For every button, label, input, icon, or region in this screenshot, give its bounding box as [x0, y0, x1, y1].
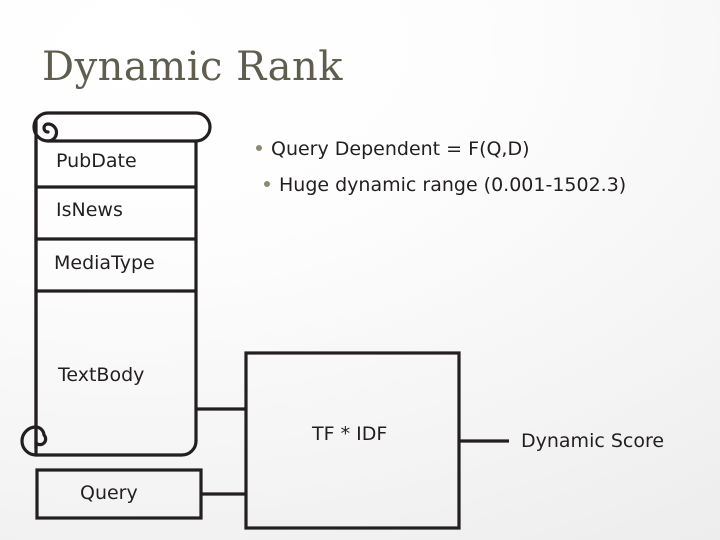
page-title: Dynamic Rank: [42, 44, 343, 90]
scroll-bottom-curl-icon: [20, 425, 48, 457]
bullet-item: Query Dependent = F(Q,D): [256, 136, 708, 162]
document-fields-scroll: [20, 111, 212, 457]
bullet-dot-icon: [256, 145, 262, 151]
field-label-pubdate: PubDate: [56, 150, 137, 172]
dynamic-score-label: Dynamic Score: [521, 430, 665, 452]
scroll-bottom-roll: [34, 439, 198, 457]
field-label-isnews: IsNews: [56, 199, 123, 221]
bullet-item: Huge dynamic range (0.001-1502.3): [256, 172, 708, 198]
bullet-list: Query Dependent = F(Q,D) Huge dynamic ra…: [256, 136, 708, 208]
tfidf-box-label: TF * IDF: [312, 423, 388, 445]
field-label-textbody: TextBody: [58, 364, 145, 386]
field-label-mediatype: MediaType: [54, 252, 155, 274]
bullet-text: Query Dependent = F(Q,D): [271, 138, 530, 160]
bullet-text: Huge dynamic range (0.001-1502.3): [279, 174, 627, 196]
scroll-top-roll: [46, 111, 212, 143]
query-box-label: Query: [80, 482, 138, 504]
bullet-dot-icon: [264, 181, 270, 187]
connectors: [196, 407, 509, 496]
